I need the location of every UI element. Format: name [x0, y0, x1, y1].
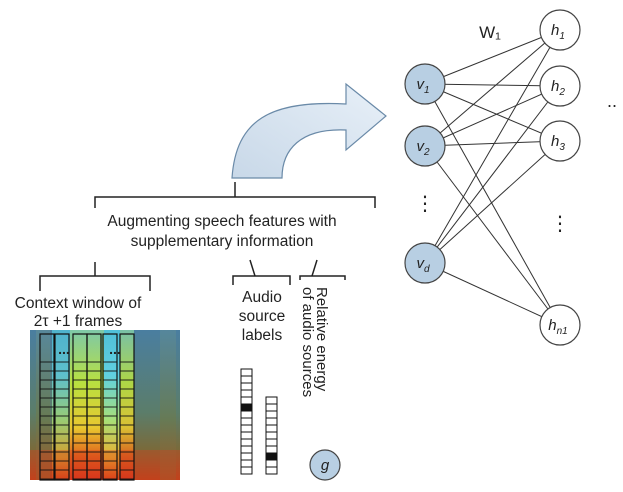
weight-edge: [424, 83, 561, 142]
audio-label-line3: labels: [242, 327, 283, 344]
context-label-line1: Context window of: [15, 295, 142, 312]
visible-ellipsis: ⋮: [415, 193, 435, 215]
augment-bracket: [94, 182, 376, 208]
label-cell: [240, 466, 253, 475]
weight-edge: [424, 83, 561, 326]
visible-node-3: vd: [404, 242, 446, 284]
hidden-node-1: h1: [539, 9, 581, 51]
visible-layer: v1 v2 vd: [404, 63, 446, 284]
label-cell: [265, 431, 278, 440]
frame-column: [119, 333, 135, 481]
label-cell: [240, 382, 253, 391]
label-cell: [240, 368, 253, 377]
label-cell: [265, 445, 278, 454]
label-cell: [240, 459, 253, 468]
weight-edge: [424, 29, 561, 264]
weight-edge: [424, 83, 561, 87]
augment-label-line2: supplementary information: [131, 233, 314, 250]
hidden-node-label: h1: [551, 22, 565, 42]
label-cell: [240, 424, 253, 433]
weight-edge: [424, 85, 561, 264]
spectrogram: [30, 330, 180, 480]
audio-bracket: [232, 259, 291, 285]
label-cell: [240, 452, 253, 461]
weight-edge: [424, 145, 561, 326]
label-cell: [265, 424, 278, 433]
visible-node-2: v2: [404, 125, 446, 167]
label-cell: [265, 410, 278, 419]
hidden-ellipsis: ⋮: [550, 213, 570, 235]
energy-symbol: g: [321, 457, 330, 474]
frame-column: [86, 333, 102, 481]
label-cell: [240, 438, 253, 447]
label-cell: [240, 375, 253, 384]
audio-label-line2: source: [239, 308, 286, 325]
frame-column: [54, 333, 70, 481]
augment-label-line1: Augmenting speech features with: [107, 213, 336, 230]
label-cell: [265, 466, 278, 475]
hidden-node-3: h3: [539, 120, 581, 162]
spectrogram-ellipsis-left: ...: [58, 341, 70, 357]
energy-bracket: [299, 259, 346, 280]
label-cell: [240, 403, 253, 412]
label-cell: [265, 396, 278, 405]
audio-label-column-2: [265, 396, 278, 475]
weight-edge: [424, 85, 561, 147]
curved-arrow: [231, 82, 387, 179]
weight-edge: [424, 262, 561, 326]
weight-edge: [424, 29, 561, 147]
hidden-node-4: hn1: [539, 304, 581, 346]
label-cell: [265, 403, 278, 412]
label-cell: [240, 396, 253, 405]
label-cell: [265, 438, 278, 447]
hidden-node-label: h2: [551, 78, 565, 98]
energy-label-line1: Relative energy: [313, 287, 330, 392]
frame-column: [102, 333, 118, 481]
weight-edge: [424, 140, 561, 147]
weight-edge: [424, 140, 561, 264]
label-cell: [240, 410, 253, 419]
side-dots: ..: [607, 91, 617, 111]
weight-label: W₁: [479, 23, 501, 42]
visible-node-label: v2: [416, 138, 430, 158]
label-cell: [265, 459, 278, 468]
label-cell: [265, 417, 278, 426]
hidden-node-label: hn1: [548, 317, 567, 337]
frame-column: [39, 333, 55, 481]
audio-label-line1: Audio: [242, 289, 282, 306]
network-edges: [424, 29, 561, 326]
energy-label-line2: of audio sources: [299, 287, 316, 397]
label-cell: [240, 445, 253, 454]
context-bracket: [39, 262, 151, 291]
frame-grid: [39, 333, 135, 481]
energy-node: g: [309, 449, 341, 481]
context-label-line2: 2τ +1 frames: [34, 313, 123, 330]
visible-node-1: v1: [404, 63, 446, 105]
visible-node-label: vd: [416, 255, 430, 275]
audio-label-column-1: [240, 368, 253, 475]
visible-node-label: v1: [416, 76, 429, 96]
hidden-node-2: h2: [539, 65, 581, 107]
hidden-layer: h1 h2 h3 hn1: [539, 9, 581, 346]
label-cell: [240, 389, 253, 398]
label-cell: [240, 431, 253, 440]
label-cell: [240, 417, 253, 426]
weight-edge: [424, 29, 561, 85]
spectrogram-ellipsis-right: ...: [109, 341, 121, 357]
label-cell: [265, 452, 278, 461]
hidden-node-label: h3: [551, 133, 565, 153]
